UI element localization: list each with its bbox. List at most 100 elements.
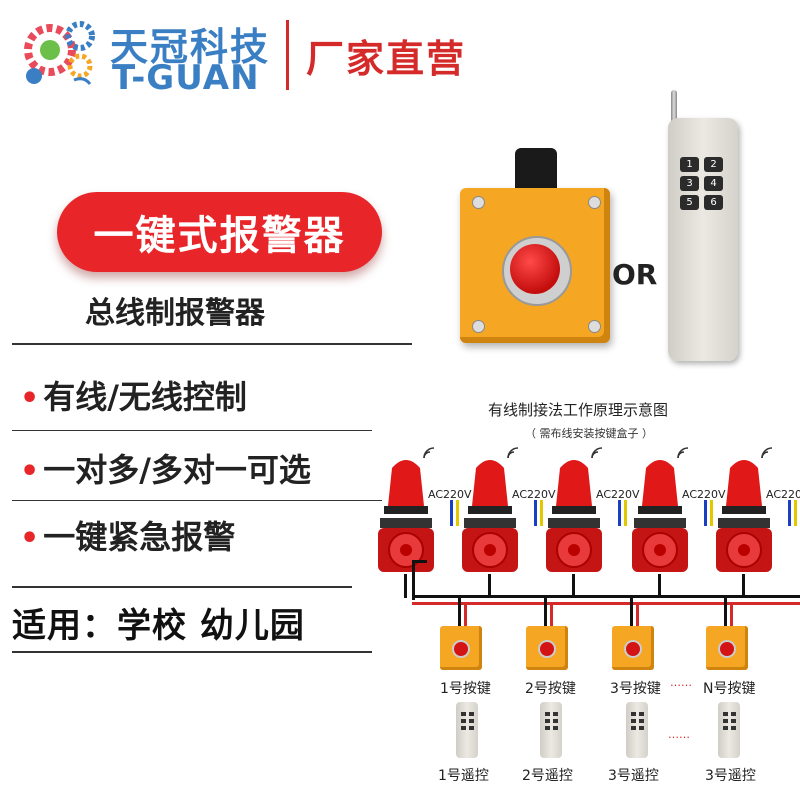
remote-key: 1 (680, 157, 699, 172)
mini-emergency-button (624, 640, 642, 658)
bullet-icon: • (20, 381, 40, 416)
wireless-signal-icon (423, 447, 435, 459)
siren-alarm (716, 460, 772, 572)
power-wire (456, 500, 459, 526)
product-subtitle: 总线制报警器 (85, 296, 265, 331)
remote-label: 1号遥控 (438, 768, 489, 784)
siren-alarm (462, 460, 518, 572)
wireless-signal-icon (591, 447, 603, 459)
mini-emergency-button (538, 640, 556, 658)
ellipsis: …… (668, 728, 690, 741)
mini-remote-control (626, 702, 648, 758)
button-label: 2号按键 (525, 681, 576, 697)
drop-wire (550, 604, 553, 626)
bus-wire (412, 560, 415, 600)
remote-key: 5 (680, 195, 699, 210)
header-divider (286, 20, 289, 90)
bullet-icon: • (20, 454, 40, 489)
bus-wire (572, 574, 575, 598)
power-wire (624, 500, 627, 526)
bullet-icon: • (20, 521, 40, 556)
divider (12, 430, 372, 431)
header-tagline: 厂家直营 (306, 37, 467, 81)
feature-text: 一键紧急报警 (43, 518, 236, 556)
emergency-button (510, 244, 560, 294)
feature-text: 一对多/多对一可选 (43, 451, 311, 489)
brand-logo-gears (24, 21, 95, 85)
screw-icon (472, 196, 485, 209)
bus-wire (658, 574, 661, 598)
or-label: OR (612, 258, 658, 291)
voltage-label: AC220V (682, 488, 726, 501)
voltage-label: AC220V (428, 488, 472, 501)
voltage-label: AC220V (512, 488, 556, 501)
bus-wire (742, 574, 745, 598)
drop-wire (636, 604, 639, 626)
wireless-signal-icon (677, 447, 689, 459)
power-wire (618, 500, 621, 526)
wireless-signal-icon (507, 447, 519, 459)
power-wire (710, 500, 713, 526)
product-title: 一键式报警器 (93, 213, 346, 259)
bus-wire (412, 595, 800, 598)
drop-wire (464, 604, 467, 626)
siren-alarm (632, 460, 688, 572)
button-label: 1号按键 (440, 681, 491, 697)
power-wire (534, 500, 537, 526)
voltage-label: AC220 (766, 488, 800, 501)
voltage-label: AC220V (596, 488, 640, 501)
remote-key: 3 (680, 176, 699, 191)
diagram-subtitle: （ 需布线安装按键盒子 ） (525, 427, 653, 440)
remote-key: 4 (704, 176, 723, 191)
mini-emergency-button (452, 640, 470, 658)
wireless-signal-icon (761, 447, 773, 459)
feature-item: •一键紧急报警 (20, 512, 235, 558)
siren-alarm (546, 460, 602, 572)
feature-text: 有线/无线控制 (43, 378, 247, 416)
mini-remote-control (456, 702, 478, 758)
mini-remote-control (718, 702, 740, 758)
mini-emergency-button (718, 640, 736, 658)
remote-label: 3号遥控 (705, 768, 756, 784)
button-label: N号按键 (703, 681, 756, 697)
power-wire (788, 500, 791, 526)
feature-item: •一对多/多对一可选 (20, 445, 311, 491)
power-wire (704, 500, 707, 526)
drop-wire (730, 604, 733, 626)
remote-control (668, 118, 738, 361)
remote-keypad: 1 2 3 4 5 6 (678, 157, 730, 215)
remote-label: 3号遥控 (608, 768, 659, 784)
power-wire (450, 500, 453, 526)
divider (12, 651, 372, 653)
mini-remote-control (540, 702, 562, 758)
power-wire (540, 500, 543, 526)
divider (12, 500, 382, 501)
application-text: 适用：学校 幼儿园 (12, 606, 305, 646)
brand-name-en: T-GUAN (112, 58, 260, 98)
remote-key: 6 (704, 195, 723, 210)
ellipsis: …… (670, 676, 692, 689)
power-wire (794, 500, 797, 526)
bus-wire (412, 560, 427, 563)
bus-wire (488, 574, 491, 598)
drop-wire (544, 598, 547, 626)
divider (12, 343, 412, 345)
screw-icon (472, 320, 485, 333)
drop-wire (458, 598, 461, 626)
product-title-badge: 一键式报警器 (57, 192, 382, 272)
button-label: 3号按键 (610, 681, 661, 697)
remote-label: 2号遥控 (522, 768, 573, 784)
bus-wire (404, 574, 407, 598)
diagram-title: 有线制接法工作原理示意图 (488, 401, 669, 419)
siren-alarm (378, 460, 434, 572)
drop-wire (630, 598, 633, 626)
screw-icon (588, 320, 601, 333)
divider (12, 586, 352, 588)
bus-wire (412, 602, 800, 605)
screw-icon (588, 196, 601, 209)
feature-item: •有线/无线控制 (20, 372, 247, 418)
remote-key: 2 (704, 157, 723, 172)
antenna-icon (671, 90, 677, 130)
cable-gland (515, 148, 557, 193)
drop-wire (724, 598, 727, 626)
